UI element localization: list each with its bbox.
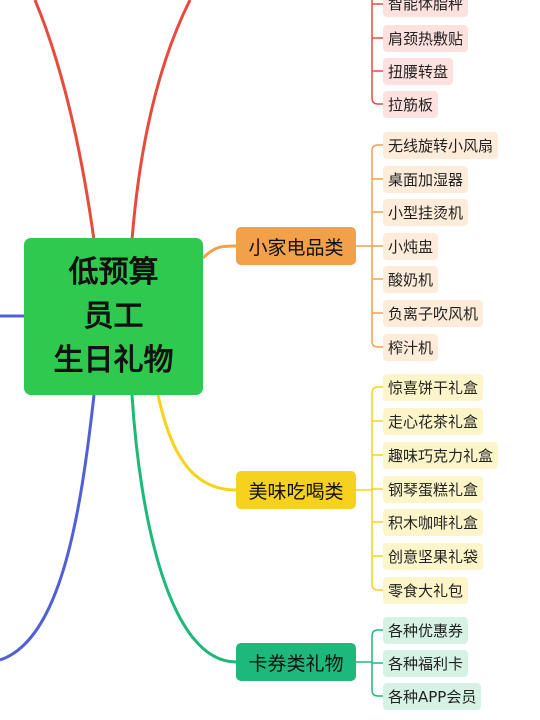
connector-center-orange — [201, 244, 237, 260]
leaf-chocolate-box[interactable]: 趣味巧克力礼盒 — [383, 442, 499, 469]
leaf-piano-cake-box[interactable]: 钢琴蛋糕礼盒 — [383, 476, 484, 503]
connector-center-red-2 — [130, 0, 192, 241]
branch-food-drink[interactable]: 美味吃喝类 — [236, 471, 356, 509]
leaf-block-coffee-box[interactable]: 积木咖啡礼盒 — [383, 509, 484, 536]
leaf-welfare-cards[interactable]: 各种福利卡 — [383, 650, 469, 677]
leaf-nut-bag[interactable]: 创意坚果礼袋 — [383, 543, 484, 570]
leaf-twist-disc[interactable]: 扭腰转盘 — [383, 58, 454, 85]
leaf-ion-hairdryer[interactable]: 负离子吹风机 — [383, 300, 484, 327]
leaf-desk-humidifier[interactable]: 桌面加湿器 — [383, 166, 469, 193]
leaf-snack-pack[interactable]: 零食大礼包 — [383, 577, 469, 604]
leaf-cookie-box[interactable]: 惊喜饼干礼盒 — [383, 374, 484, 401]
central-topic-line-3: 生日礼物 — [53, 342, 174, 378]
connector-center-red — [33, 0, 96, 241]
leaf-yogurt-maker[interactable]: 酸奶机 — [383, 266, 439, 293]
leaf-flower-tea-box[interactable]: 走心花茶礼盒 — [383, 408, 484, 435]
leaf-juicer[interactable]: 榨汁机 — [383, 334, 439, 361]
leaf-coupons[interactable]: 各种优惠券 — [383, 617, 469, 644]
leaf-smart-scale[interactable]: 智能体脂秤 — [383, 0, 469, 17]
leaf-stretch-board[interactable]: 拉筋板 — [383, 91, 439, 118]
central-topic-line-2: 员工 — [83, 298, 144, 334]
central-topic-line-1: 低预算 — [68, 254, 159, 290]
leaf-neck-heat-patch[interactable]: 肩颈热敷贴 — [383, 25, 469, 52]
leaf-wireless-fan[interactable]: 无线旋转小风扇 — [383, 132, 499, 159]
connector-red-spine — [371, 0, 386, 105]
connector-center-green — [130, 394, 237, 664]
branch-small-appliances[interactable]: 小家电品类 — [236, 227, 356, 265]
central-topic[interactable]: 低预算 员工 生日礼物 — [24, 238, 203, 395]
connector-center-blue-down — [0, 394, 96, 662]
leaf-stew-pot[interactable]: 小炖盅 — [383, 233, 439, 260]
branch-vouchers[interactable]: 卡券类礼物 — [236, 643, 356, 681]
leaf-garment-steamer[interactable]: 小型挂烫机 — [383, 199, 469, 226]
leaf-app-memberships[interactable]: 各种APP会员 — [383, 683, 482, 710]
connector-center-yellow — [156, 394, 237, 492]
